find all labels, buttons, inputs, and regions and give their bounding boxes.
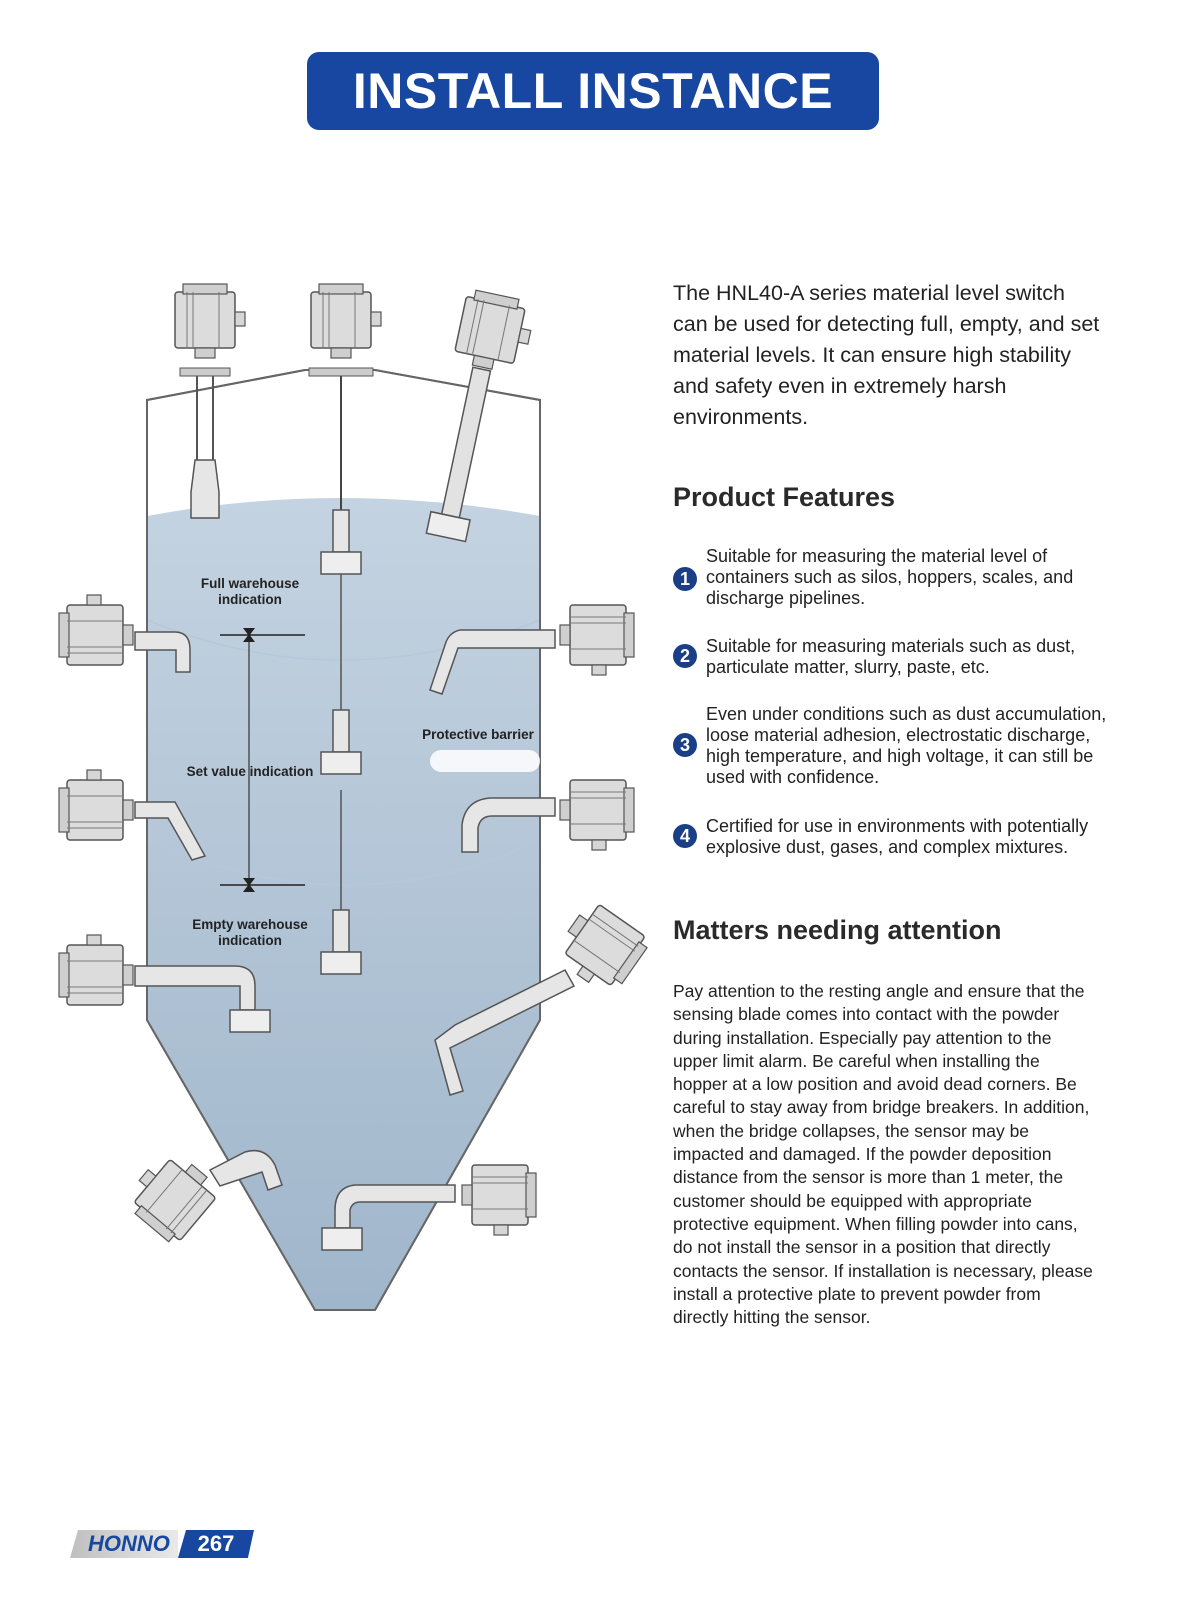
feature-text: Suitable for measuring materials such as… bbox=[706, 636, 1076, 677]
feature-number-badge: 2 bbox=[673, 644, 697, 668]
top-sensor-left bbox=[174, 283, 246, 519]
attention-text: Pay attention to the resting angle and e… bbox=[673, 981, 1093, 1328]
attention-heading: Matters needing attention bbox=[673, 915, 1002, 945]
features-heading: Product Features bbox=[673, 482, 896, 512]
label-full-warehouse-2: indication bbox=[218, 592, 282, 607]
side-sensor-left-1 bbox=[58, 594, 134, 666]
side-sensor-left-3 bbox=[58, 934, 134, 1006]
side-sensor-right-1 bbox=[559, 604, 635, 676]
feature-number-badge: 3 bbox=[673, 733, 697, 757]
intro-text: The HNL40-A series material level switch… bbox=[673, 281, 1100, 429]
material-fill bbox=[147, 498, 540, 1310]
page-number: 267 bbox=[178, 1530, 254, 1558]
page-title: INSTALL INSTANCE bbox=[352, 63, 834, 119]
protective-barrier bbox=[430, 750, 540, 772]
page-title-banner: INSTALL INSTANCE bbox=[307, 52, 879, 130]
top-sensor-center bbox=[308, 283, 382, 975]
silo-installation-diagram: Full warehouse indication Set value indi… bbox=[58, 283, 653, 1311]
feature-number-badge: 1 bbox=[673, 567, 697, 591]
feature-text: Even under conditions such as dust accum… bbox=[706, 704, 1107, 787]
label-set-value: Set value indication bbox=[187, 764, 314, 779]
side-sensor-right-2 bbox=[559, 779, 635, 851]
top-sensor-angled bbox=[425, 287, 538, 543]
brand-logo-text: HONNO bbox=[70, 1530, 178, 1558]
hopper-sensor-left bbox=[120, 1144, 224, 1248]
label-empty-warehouse: Empty warehouse bbox=[192, 917, 308, 932]
label-full-warehouse: Full warehouse bbox=[201, 576, 300, 591]
hopper-sensor-right bbox=[461, 1164, 537, 1236]
side-sensor-left-2 bbox=[58, 769, 134, 841]
feature-text: Suitable for measuring the material leve… bbox=[706, 546, 1074, 608]
label-empty-warehouse-2: indication bbox=[218, 933, 282, 948]
feature-number-badge: 4 bbox=[673, 824, 697, 848]
label-protective-barrier: Protective barrier bbox=[422, 727, 535, 742]
feature-text: Certified for use in environments with p… bbox=[706, 816, 1089, 857]
